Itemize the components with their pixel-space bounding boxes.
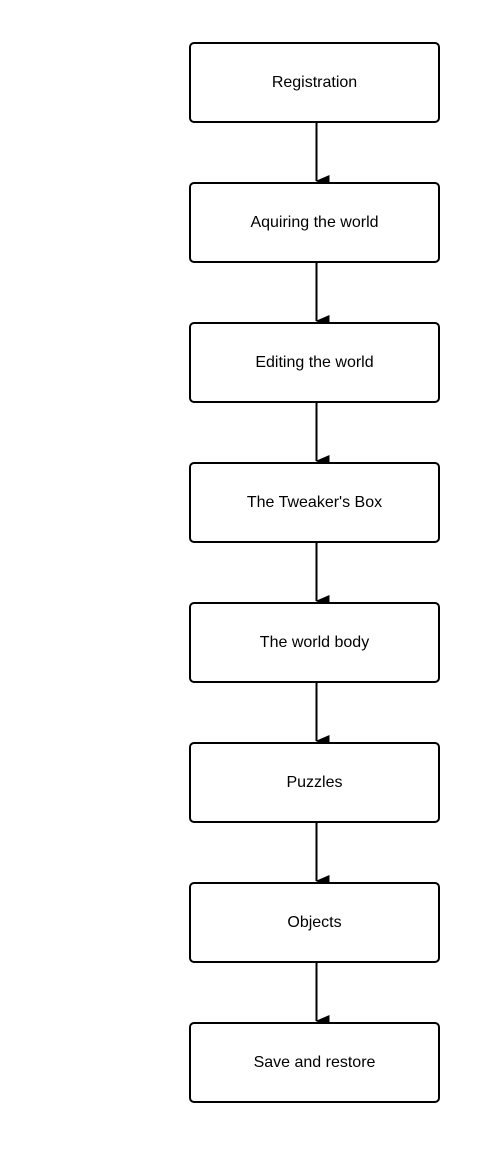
node-save-and-restore: Save and restore bbox=[189, 1022, 440, 1103]
node-label: Save and restore bbox=[253, 1053, 376, 1071]
node-world-body: The world body bbox=[189, 602, 440, 683]
node-puzzles: Puzzles bbox=[189, 742, 440, 823]
node-tweakers-box: The Tweaker's Box bbox=[189, 462, 440, 543]
node-label: Objects bbox=[287, 913, 342, 931]
node-label: Editing the world bbox=[255, 353, 374, 371]
node-aquiring-the-world: Aquiring the world bbox=[189, 182, 440, 263]
node-label: Puzzles bbox=[286, 773, 343, 791]
node-label: Aquiring the world bbox=[250, 213, 379, 231]
node-objects: Objects bbox=[189, 882, 440, 963]
node-registration: Registration bbox=[189, 42, 440, 123]
node-label: Registration bbox=[271, 73, 358, 91]
node-editing-the-world: Editing the world bbox=[189, 322, 440, 403]
node-label: The Tweaker's Box bbox=[246, 493, 383, 511]
node-label: The world body bbox=[259, 633, 370, 651]
